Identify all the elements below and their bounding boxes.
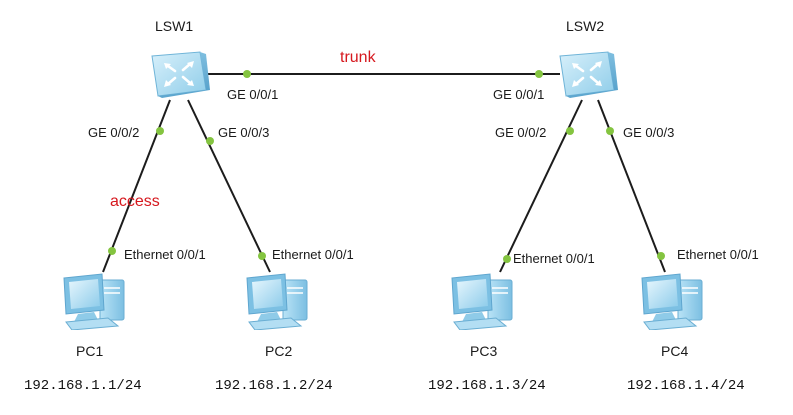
port-label: GE 0/0/3 <box>623 125 674 140</box>
pc-name: PC3 <box>470 343 497 359</box>
port-dot <box>566 127 574 135</box>
port-label: GE 0/0/1 <box>227 87 278 102</box>
pc-name: PC1 <box>76 343 103 359</box>
port-label: GE 0/0/3 <box>218 125 269 140</box>
pc-ip: 192.168.1.1/24 <box>24 378 142 394</box>
port-label: Ethernet 0/0/1 <box>677 247 759 262</box>
port-dot <box>156 127 164 135</box>
port-dot <box>108 247 116 255</box>
port-label: Ethernet 0/0/1 <box>513 251 595 266</box>
pc-ip: 192.168.1.3/24 <box>428 378 546 394</box>
port-dot <box>535 70 543 78</box>
port-dot <box>258 252 266 260</box>
pc-pc4[interactable]: PC4 192.168.1.4/24 <box>627 273 745 394</box>
pc-icon <box>246 273 308 330</box>
port-dot <box>657 252 665 260</box>
switch-name: LSW2 <box>566 18 604 34</box>
switch-icon <box>558 50 618 98</box>
port-dot <box>206 137 214 145</box>
port-label: Ethernet 0/0/1 <box>124 247 206 262</box>
pc-pc3[interactable]: PC3 192.168.1.3/24 <box>428 273 546 394</box>
port-dot <box>243 70 251 78</box>
pc-pc1[interactable]: PC1 192.168.1.1/24 <box>24 273 142 394</box>
pc-icon <box>641 273 703 330</box>
access-label: access <box>110 193 160 210</box>
switch-lsw1[interactable]: LSW1 <box>150 18 210 98</box>
pc-ip: 192.168.1.4/24 <box>627 378 745 394</box>
trunk-label: trunk <box>340 49 377 66</box>
pc-icon <box>63 273 125 330</box>
link-lsw1-pc2 <box>187 99 271 273</box>
switch-name: LSW1 <box>155 18 193 34</box>
port-label: GE 0/0/2 <box>88 125 139 140</box>
port-label: GE 0/0/2 <box>495 125 546 140</box>
switch-lsw2[interactable]: LSW2 <box>558 18 618 98</box>
port-dot <box>503 255 511 263</box>
port-label: GE 0/0/1 <box>493 87 544 102</box>
switch-icon <box>150 50 210 98</box>
pc-name: PC2 <box>265 343 292 359</box>
port-label: Ethernet 0/0/1 <box>272 247 354 262</box>
pc-name: PC4 <box>661 343 688 359</box>
port-dot <box>606 127 614 135</box>
pc-ip: 192.168.1.2/24 <box>215 378 333 394</box>
pc-icon <box>451 273 513 330</box>
pc-pc2[interactable]: PC2 192.168.1.2/24 <box>215 273 333 394</box>
